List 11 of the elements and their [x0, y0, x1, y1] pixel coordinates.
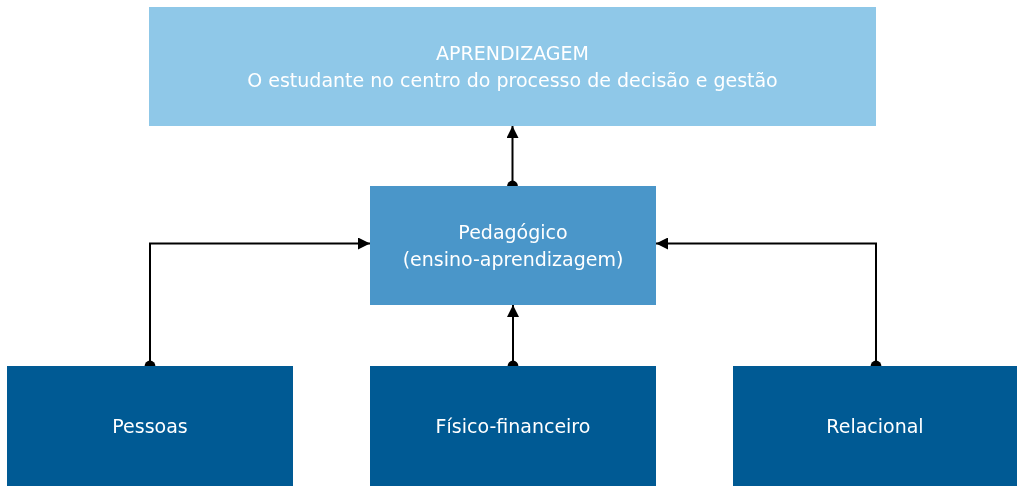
process-box: [370, 366, 656, 486]
process-box: [370, 186, 656, 305]
box-label: Pedagógico (ensino-aprendizagem): [401, 219, 625, 272]
process-box: [733, 366, 1017, 486]
box-label: O estudante no centro do processo de decisão e gestão: [247, 67, 778, 93]
box-label: Relacional: [826, 413, 924, 439]
box-label: Físico-financeiro: [435, 413, 591, 439]
box-label: Pessoas: [112, 413, 188, 439]
box-heading: APRENDIZAGEM: [436, 40, 589, 66]
process-box: [7, 366, 293, 486]
process-box: [149, 7, 876, 126]
